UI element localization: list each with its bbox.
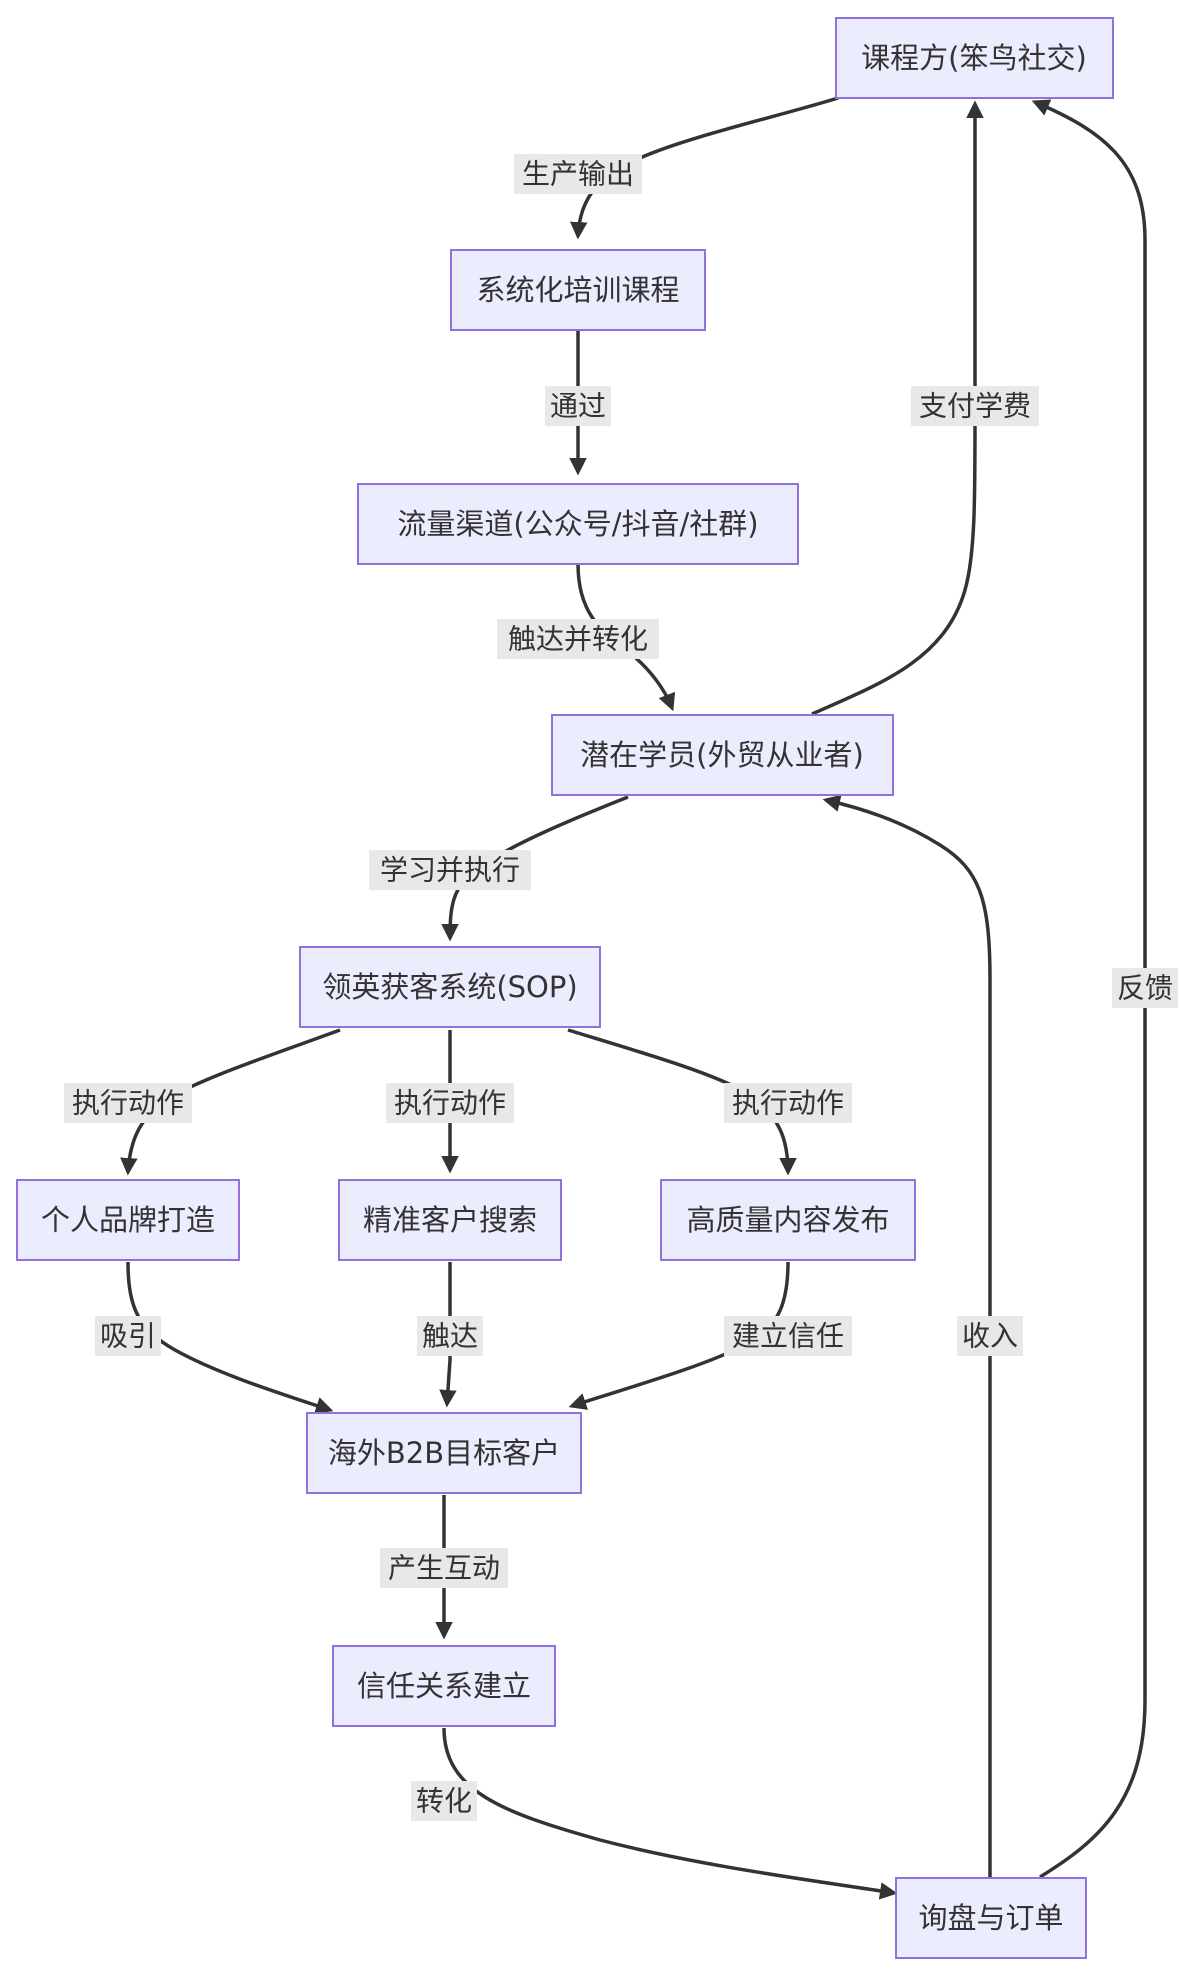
edge-produce [569, 96, 839, 240]
label-exec3: 执行动作 [724, 1083, 852, 1123]
label-reach-text: 触达 [422, 1320, 478, 1353]
edge-convert [442, 1727, 898, 1900]
label-income-text: 收入 [962, 1320, 1018, 1353]
edge-pay-tuition [811, 100, 984, 716]
node-trust-label: 信任关系建立 [357, 1669, 531, 1703]
node-orders[interactable]: 询盘与订单 [895, 1877, 1087, 1959]
label-exec1: 执行动作 [64, 1083, 192, 1123]
label-interact-text: 产生互动 [388, 1552, 500, 1585]
label-learn-execute-text: 学习并执行 [380, 854, 520, 887]
label-interact: 产生互动 [380, 1548, 508, 1588]
node-search-label: 精准客户搜索 [363, 1203, 537, 1237]
node-content[interactable]: 高质量内容发布 [660, 1179, 916, 1261]
label-exec3-text: 执行动作 [732, 1087, 844, 1120]
edge-income [822, 794, 992, 1877]
label-reach: 触达 [417, 1316, 483, 1356]
node-brand-label: 个人品牌打造 [41, 1203, 215, 1237]
node-training[interactable]: 系统化培训课程 [450, 249, 706, 331]
label-reach-convert: 触达并转化 [497, 619, 659, 659]
node-customers[interactable]: 海外B2B目标客户 [306, 1412, 582, 1494]
label-produce: 生产输出 [514, 154, 642, 194]
edge-attract [126, 1261, 334, 1414]
label-learn-execute: 学习并执行 [369, 850, 531, 890]
label-via: 通过 [545, 386, 611, 426]
node-brand[interactable]: 个人品牌打造 [16, 1179, 240, 1261]
node-customers-label: 海外B2B目标客户 [328, 1436, 560, 1470]
node-content-label: 高质量内容发布 [686, 1203, 889, 1237]
label-exec2-text: 执行动作 [394, 1087, 506, 1120]
node-trust[interactable]: 信任关系建立 [332, 1645, 556, 1727]
label-feedback-text: 反馈 [1117, 972, 1173, 1005]
label-attract-text: 吸引 [100, 1320, 156, 1353]
node-channels[interactable]: 流量渠道(公众号/抖音/社群) [357, 483, 799, 565]
label-pay-tuition-text: 支付学费 [919, 390, 1031, 423]
node-sop-label: 领英获客系统(SOP) [322, 970, 577, 1004]
edge-feedback [1031, 99, 1147, 1879]
label-reach-convert-text: 触达并转化 [508, 623, 648, 656]
label-via-text: 通过 [550, 390, 606, 423]
node-channels-label: 流量渠道(公众号/抖音/社群) [397, 507, 758, 541]
label-attract: 吸引 [95, 1316, 161, 1356]
label-feedback: 反馈 [1112, 968, 1178, 1008]
label-pay-tuition: 支付学费 [911, 386, 1039, 426]
node-sop[interactable]: 领英获客系统(SOP) [299, 946, 601, 1028]
node-students-label: 潜在学员(外贸从业者) [580, 738, 864, 772]
label-build-trust-text: 建立信任 [732, 1320, 844, 1353]
label-convert-text: 转化 [416, 1785, 472, 1818]
node-training-label: 系统化培训课程 [476, 273, 679, 307]
node-search[interactable]: 精准客户搜索 [338, 1179, 562, 1261]
node-course-provider-label: 课程方(笨鸟社交) [861, 41, 1087, 75]
label-produce-text: 生产输出 [522, 158, 634, 191]
label-exec1-text: 执行动作 [72, 1087, 184, 1120]
label-income: 收入 [957, 1316, 1023, 1356]
label-convert: 转化 [411, 1781, 477, 1821]
label-build-trust: 建立信任 [724, 1316, 852, 1356]
edge-reach [439, 1262, 457, 1408]
node-course-provider[interactable]: 课程方(笨鸟社交) [835, 17, 1114, 99]
node-orders-label: 询盘与订单 [918, 1901, 1063, 1935]
label-exec2: 执行动作 [386, 1083, 514, 1123]
node-students[interactable]: 潜在学员(外贸从业者) [551, 714, 894, 796]
